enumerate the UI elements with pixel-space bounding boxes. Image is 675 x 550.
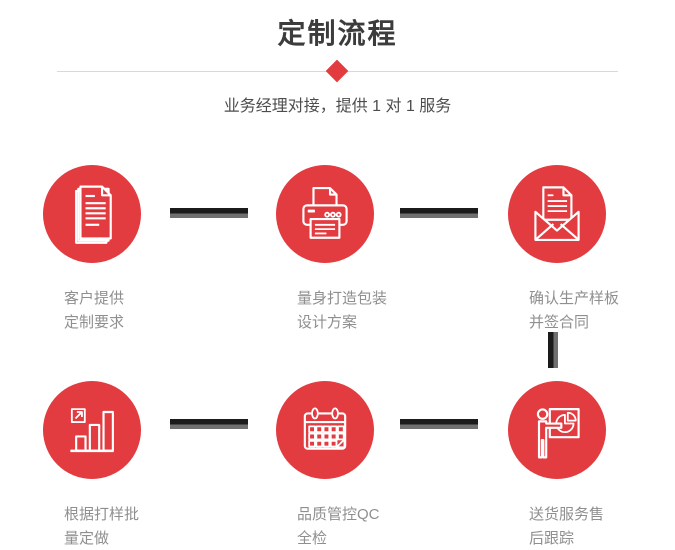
bar-chart-icon	[70, 408, 114, 453]
step-circle	[276, 381, 374, 479]
connector-line	[400, 208, 478, 218]
caption-line: 设计方案	[297, 314, 358, 331]
connector-line	[170, 208, 248, 218]
step-circle	[508, 381, 606, 479]
caption-line: 后跟踪	[529, 530, 575, 547]
connector-line	[170, 419, 248, 429]
caption-line: 品质管控QC	[297, 506, 380, 523]
step-caption: 客户提供 定制要求	[64, 287, 124, 335]
calendar-icon	[303, 407, 347, 450]
connector-line	[400, 419, 478, 429]
step-caption: 确认生产样板 并签合同	[529, 287, 619, 335]
step-delivery-aftersale: 送货服务售 后跟踪	[508, 381, 606, 547]
subtitle: 业务经理对接，提供 1 对 1 服务	[223, 98, 452, 115]
step-caption: 根据打样批 量定做	[64, 503, 139, 550]
step-customer-requirements: 客户提供 定制要求	[43, 165, 141, 331]
step-circle	[43, 165, 141, 263]
caption-line: 客户提供	[64, 290, 125, 307]
caption-line: 并签合同	[529, 314, 590, 331]
printer-icon	[302, 187, 348, 239]
step-quality-control: 品质管控QC 全检	[276, 381, 380, 547]
step-circle	[276, 165, 374, 263]
step-caption: 量身打造包装 设计方案	[297, 287, 387, 335]
documents-icon	[75, 185, 112, 244]
caption-line: 全检	[297, 530, 328, 547]
step-caption: 送货服务售 后跟踪	[529, 503, 604, 550]
caption-line: 量定做	[64, 530, 110, 547]
step-circle	[508, 165, 606, 263]
step-circle	[43, 381, 141, 479]
step-confirm-sample-contract: 确认生产样板 并签合同	[508, 165, 619, 331]
connector-line-vertical	[548, 332, 558, 368]
caption-line: 量身打造包装	[297, 290, 388, 307]
caption-line: 根据打样批	[64, 506, 140, 523]
step-packaging-design: 量身打造包装 设计方案	[276, 165, 387, 331]
diamond-icon	[325, 59, 349, 83]
step-batch-production: 根据打样批 量定做	[43, 381, 141, 547]
step-caption: 品质管控QC 全检	[297, 503, 380, 550]
page-title: 定制流程	[277, 18, 398, 49]
envelope-icon	[534, 186, 580, 241]
caption-line: 定制要求	[64, 314, 125, 331]
caption-line: 确认生产样板	[529, 290, 620, 307]
presentation-icon	[536, 408, 580, 459]
caption-line: 送货服务售	[529, 506, 605, 523]
